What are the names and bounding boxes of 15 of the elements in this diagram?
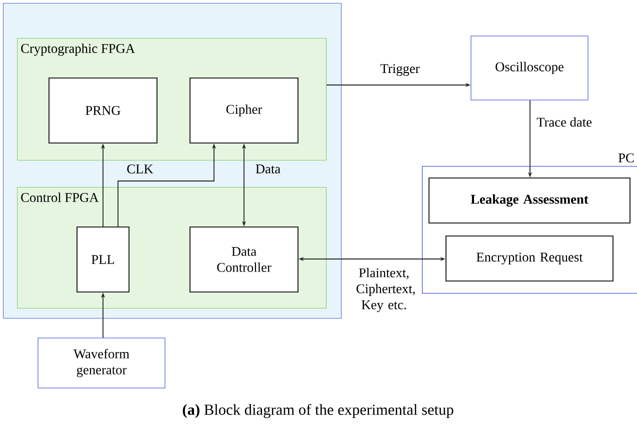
process-box: Encryption Request [445, 235, 614, 282]
caption: (a) Block diagram of the experimental setup [182, 404, 454, 418]
process-box: Leakage Assessment [428, 177, 631, 224]
process-box: PRNG [48, 77, 158, 144]
node-label: PC [618, 153, 634, 162]
process-box: PLL [76, 226, 130, 293]
device-box: Waveform generator [38, 338, 166, 388]
edge-label: Data [256, 164, 280, 174]
process-box: Cipher [189, 77, 299, 144]
edge-label: Trace date [536, 117, 592, 127]
edge-label: Trigger [380, 64, 420, 76]
edge-label: Plaintext, Ciphertext, Key etc. [356, 268, 415, 312]
process-box: Data Controller [189, 226, 299, 293]
edge-label: CLK [127, 164, 154, 174]
device-box: Oscilloscope [470, 36, 588, 100]
